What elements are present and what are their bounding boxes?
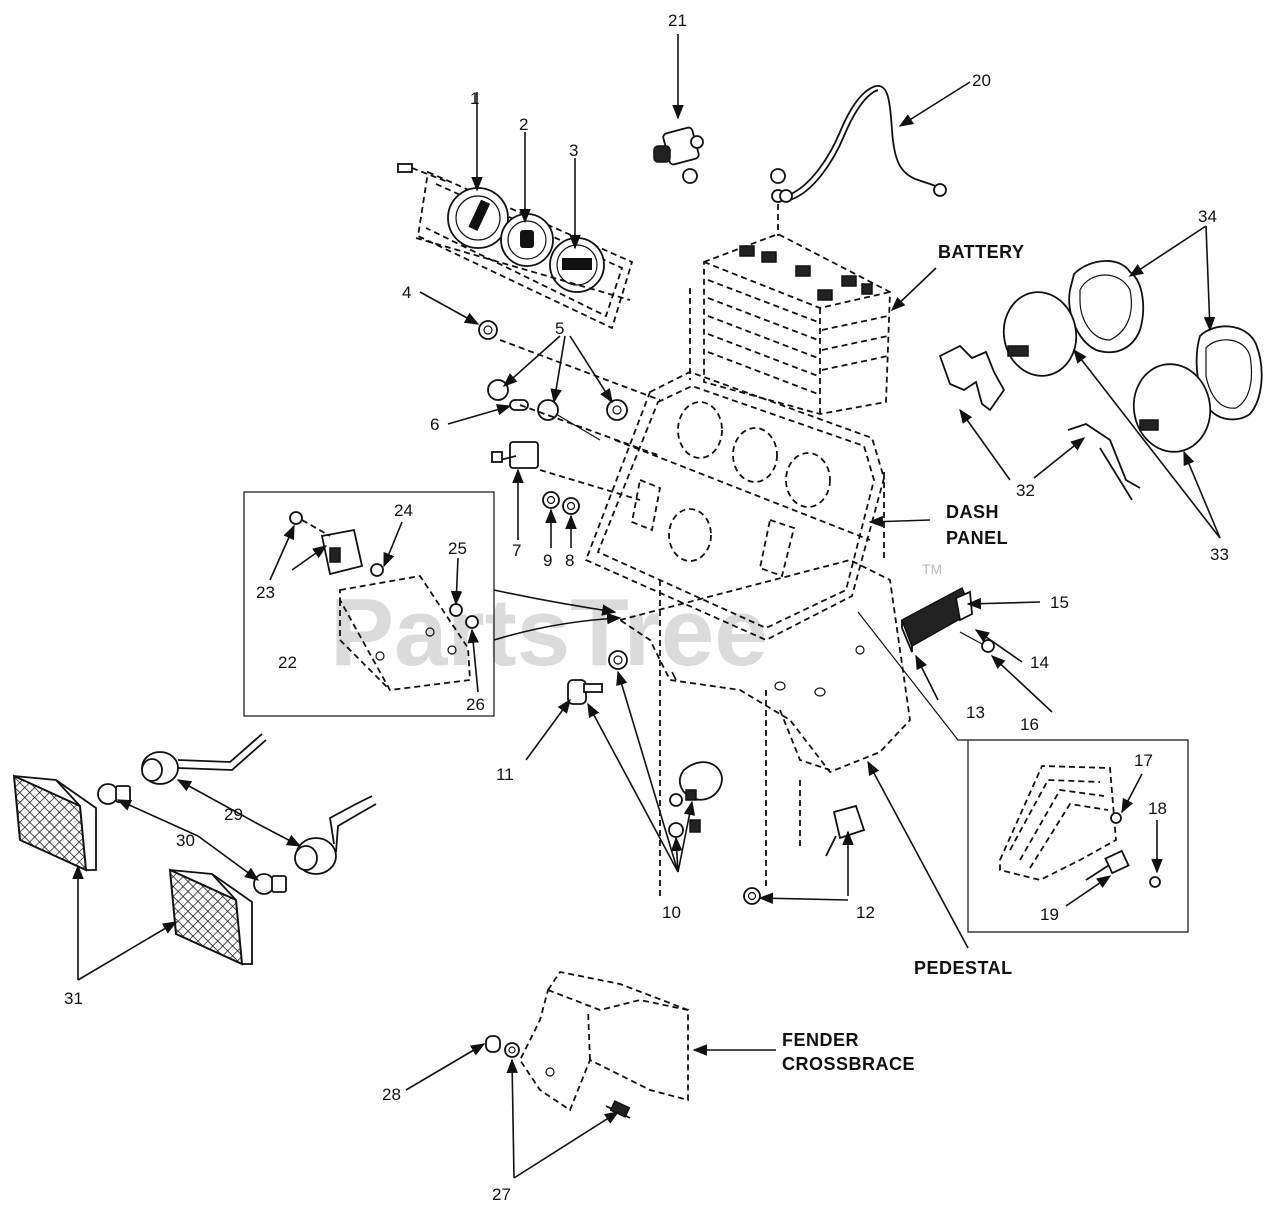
callout-1: 1 xyxy=(470,89,479,108)
ignition-parts xyxy=(567,650,866,905)
headlight-parts xyxy=(938,260,1263,501)
part-29-socket-a xyxy=(141,733,267,785)
callout-25: 25 xyxy=(448,539,467,558)
part-12-nut xyxy=(743,887,761,905)
callout-4: 4 xyxy=(402,283,411,302)
callout-28: 28 xyxy=(382,1085,401,1104)
callout-17: 17 xyxy=(1134,751,1153,770)
gauge-meter xyxy=(549,237,605,293)
part-32-clip-a xyxy=(938,344,1006,412)
part-11-key xyxy=(567,679,603,705)
callout-15: 15 xyxy=(1050,593,1069,612)
part-31-lens-b xyxy=(168,868,253,966)
gauge-hourmeter xyxy=(447,187,509,249)
tail-light-parts xyxy=(12,733,377,966)
inset-17-19 xyxy=(857,611,1189,933)
callout-2: 2 xyxy=(519,115,528,134)
part-10-washer xyxy=(668,793,701,838)
part-33-lens-b xyxy=(1132,363,1212,453)
fender-crossbrace xyxy=(485,970,689,1119)
label-panel: PANEL xyxy=(946,528,1008,548)
part-33-lens-a xyxy=(1002,291,1078,377)
part-10-nut xyxy=(608,650,628,670)
part-34-bezel-a xyxy=(1068,260,1145,354)
callout-33: 33 xyxy=(1210,545,1229,564)
pedestal xyxy=(617,288,911,900)
callout-7: 7 xyxy=(512,541,521,560)
callout-26: 26 xyxy=(466,695,485,714)
part-10-switch xyxy=(678,761,723,801)
callout-20: 20 xyxy=(972,71,991,90)
callout-32: 32 xyxy=(1016,481,1035,500)
callout-19: 19 xyxy=(1040,905,1059,924)
callout-29: 29 xyxy=(224,805,243,824)
callout-6: 6 xyxy=(430,415,439,434)
callout-10: 10 xyxy=(662,903,681,922)
label-battery: BATTERY xyxy=(938,242,1025,262)
part-5a-knob xyxy=(487,379,509,401)
callout-31: 31 xyxy=(64,989,83,1008)
callout-14: 14 xyxy=(1030,653,1049,672)
callout-30: 30 xyxy=(176,831,195,850)
part-4-nut xyxy=(478,320,498,340)
callout-12: 12 xyxy=(856,903,875,922)
starter-solenoid xyxy=(653,126,704,184)
part-9-nut xyxy=(542,491,560,509)
label-crossbrace: CROSSBRACE xyxy=(782,1054,915,1074)
part-29-socket-b xyxy=(294,795,377,875)
callout-9: 9 xyxy=(543,551,552,570)
callout-11: 11 xyxy=(496,765,514,784)
callout-23: 23 xyxy=(256,583,275,602)
callout-24: 24 xyxy=(394,501,413,520)
callout-13: 13 xyxy=(966,703,985,722)
gauge-ammeter xyxy=(500,213,554,267)
callout-numbers: 1 2 3 4 5 6 7 8 9 10 11 12 13 14 15 16 1… xyxy=(64,11,1229,1204)
dash-panel xyxy=(584,371,885,641)
callout-3: 3 xyxy=(569,141,578,160)
part-5b-lamp xyxy=(537,399,601,441)
part-8-nut xyxy=(562,497,580,515)
callout-8: 8 xyxy=(565,551,574,570)
label-pedestal: PEDESTAL xyxy=(914,958,1013,978)
inset-22-26 xyxy=(243,491,622,717)
callout-34: 34 xyxy=(1198,207,1217,226)
part-30-bulb-b xyxy=(253,873,287,895)
battery-cable xyxy=(779,85,947,203)
watermark-tm: TM xyxy=(922,561,942,577)
callout-22: 22 xyxy=(278,653,297,672)
callout-21: 21 xyxy=(668,11,687,30)
leader-lines xyxy=(72,34,1221,1179)
battery xyxy=(703,168,891,415)
label-fender: FENDER xyxy=(782,1030,859,1050)
assembly-labels: BATTERY DASH PANEL PEDESTAL FENDER CROSS… xyxy=(782,242,1025,1074)
gauge-screw xyxy=(397,163,449,183)
callout-5: 5 xyxy=(555,319,564,338)
watermark: PartsTree xyxy=(330,579,768,686)
part-6-bulb xyxy=(509,399,529,411)
part-5c-nut xyxy=(606,399,628,421)
switch-parts xyxy=(415,237,661,515)
part-30-bulb-a xyxy=(97,783,131,805)
callout-16: 16 xyxy=(1020,715,1039,734)
part-31-lens-a xyxy=(12,774,97,872)
regulator-parts xyxy=(901,586,995,653)
gauge-cluster xyxy=(397,163,634,330)
label-dash: DASH xyxy=(946,502,999,522)
callout-27: 27 xyxy=(492,1185,511,1204)
callout-18: 18 xyxy=(1148,799,1167,818)
part-32-clip-b xyxy=(1067,423,1141,501)
part-7-toggle xyxy=(491,441,539,469)
part-12-switch xyxy=(825,804,866,857)
